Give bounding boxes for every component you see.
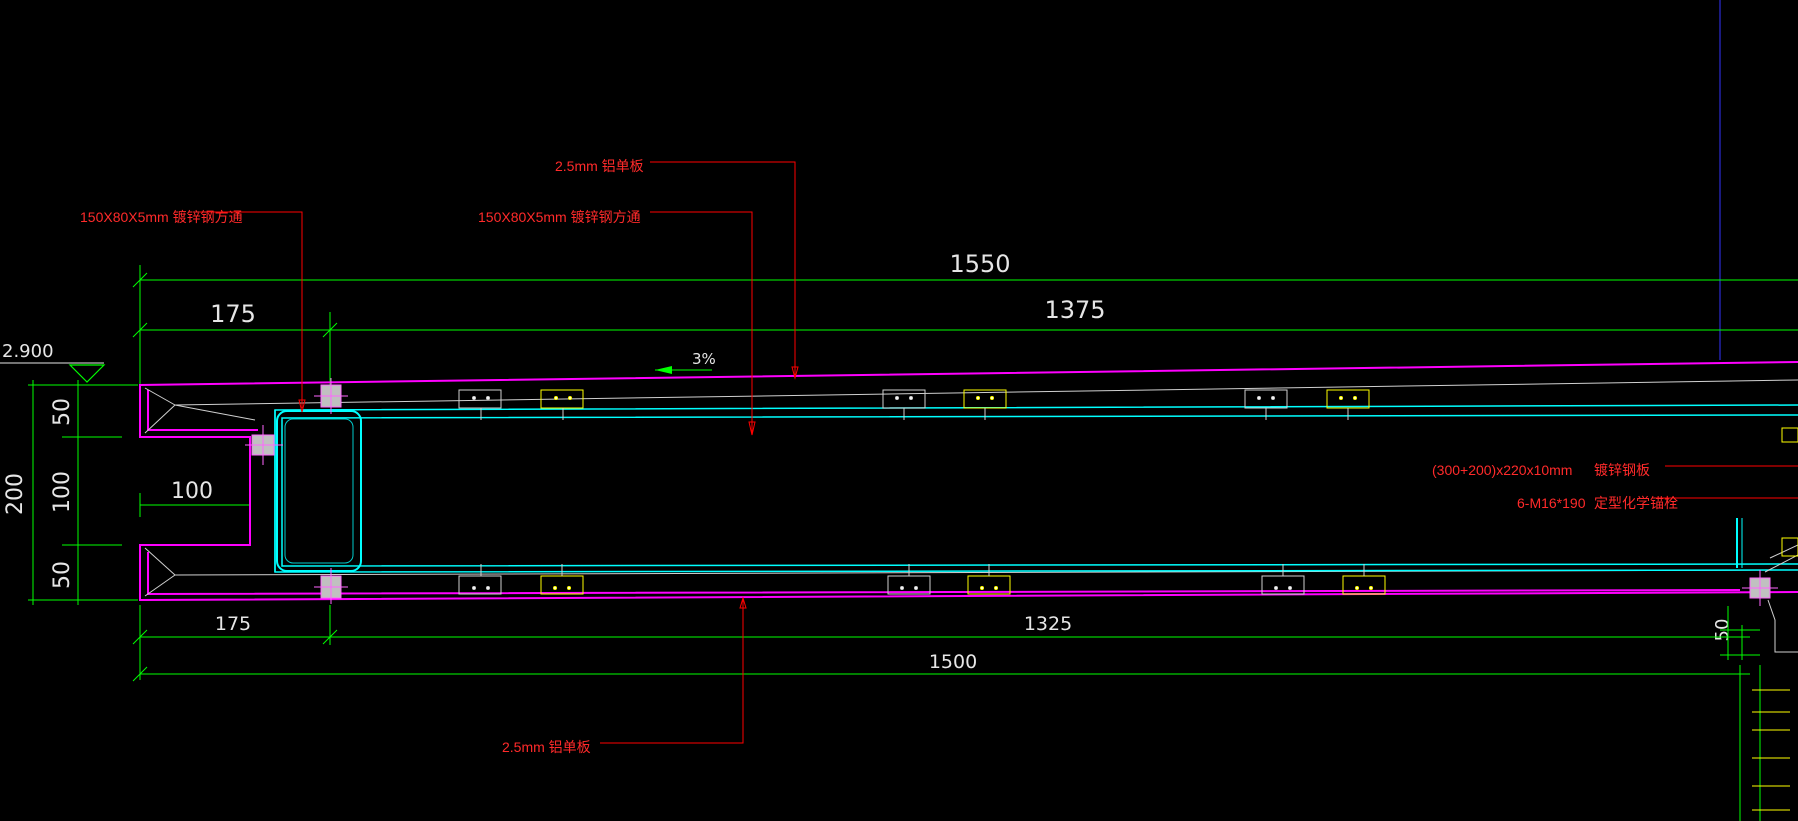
- callout-steel-tube-mid: 150X80X5mm 镀锌钢方通: [478, 209, 641, 225]
- callout-embed-plate-size: (300+200)x220x10mm: [1432, 462, 1572, 478]
- callout-aluminum-top: 2.5mm 铝单板: [555, 158, 644, 174]
- right-edge-details: [1720, 427, 1798, 821]
- callout-steel-tube-left: 150X80X5mm 镀锌钢方通: [80, 209, 243, 225]
- fastener-bottom: [314, 568, 348, 604]
- bracket-bottom-1: [458, 564, 502, 595]
- bracket-bottom-5: [1261, 564, 1305, 595]
- bracket-bottom-2: [540, 564, 584, 595]
- fastener-right: [1742, 570, 1778, 606]
- bracket-bottom-6: [1342, 564, 1386, 595]
- dim-left-total: 200: [3, 473, 28, 515]
- bracket-top-5: [1244, 389, 1288, 420]
- elevation-label: 2.900: [2, 341, 54, 362]
- callout-embed-plate-name: 镀锌钢板: [1594, 462, 1650, 478]
- dim-top-total: 1550: [949, 250, 1010, 278]
- dim-inner-width: 100: [171, 479, 213, 504]
- callout-leaders: [200, 161, 1798, 744]
- dim-top-left: 175: [210, 300, 256, 328]
- callout-anchor-bolt-spec: 6-M16*190: [1517, 495, 1586, 511]
- bottom-brackets: [458, 564, 1386, 595]
- inner-panel: [274, 404, 1798, 573]
- elevation-marker: [0, 362, 106, 383]
- bracket-bottom-4: [967, 564, 1011, 595]
- dim-bottom-left: 175: [215, 613, 251, 635]
- callout-arrowheads: [298, 366, 799, 609]
- dim-top-right: 1375: [1044, 296, 1105, 324]
- fastener-top: [314, 378, 348, 414]
- bracket-top-2: [540, 389, 584, 420]
- right-edge-micro-notes: [1752, 689, 1790, 811]
- dim-bottom-right: 1325: [1024, 613, 1072, 635]
- steel-tube: [276, 410, 362, 572]
- dim-left-mid: 100: [50, 471, 75, 513]
- bracket-top-6: [1326, 389, 1370, 420]
- callout-anchor-bolt-name: 定型化学锚栓: [1594, 495, 1678, 511]
- fastener-side: [245, 425, 283, 465]
- left-dimensions: [28, 380, 250, 605]
- bracket-top-4: [963, 389, 1007, 420]
- bottom-dimensions: [132, 605, 1750, 682]
- top-brackets: [458, 389, 1370, 420]
- bracket-top-3: [882, 389, 926, 420]
- dim-left-bottom: 50: [50, 561, 75, 589]
- bracket-bottom-3: [887, 564, 931, 595]
- bracket-top-1: [458, 389, 502, 420]
- dim-bottom-total: 1500: [929, 651, 977, 673]
- top-dimensions: [132, 265, 1798, 392]
- dim-left-top: 50: [50, 398, 75, 426]
- slope-arrow: [655, 366, 712, 374]
- dim-right-small: 50: [1712, 619, 1733, 642]
- callout-aluminum-bottom: 2.5mm 铝单板: [502, 739, 591, 755]
- slope-label: 3%: [692, 350, 716, 368]
